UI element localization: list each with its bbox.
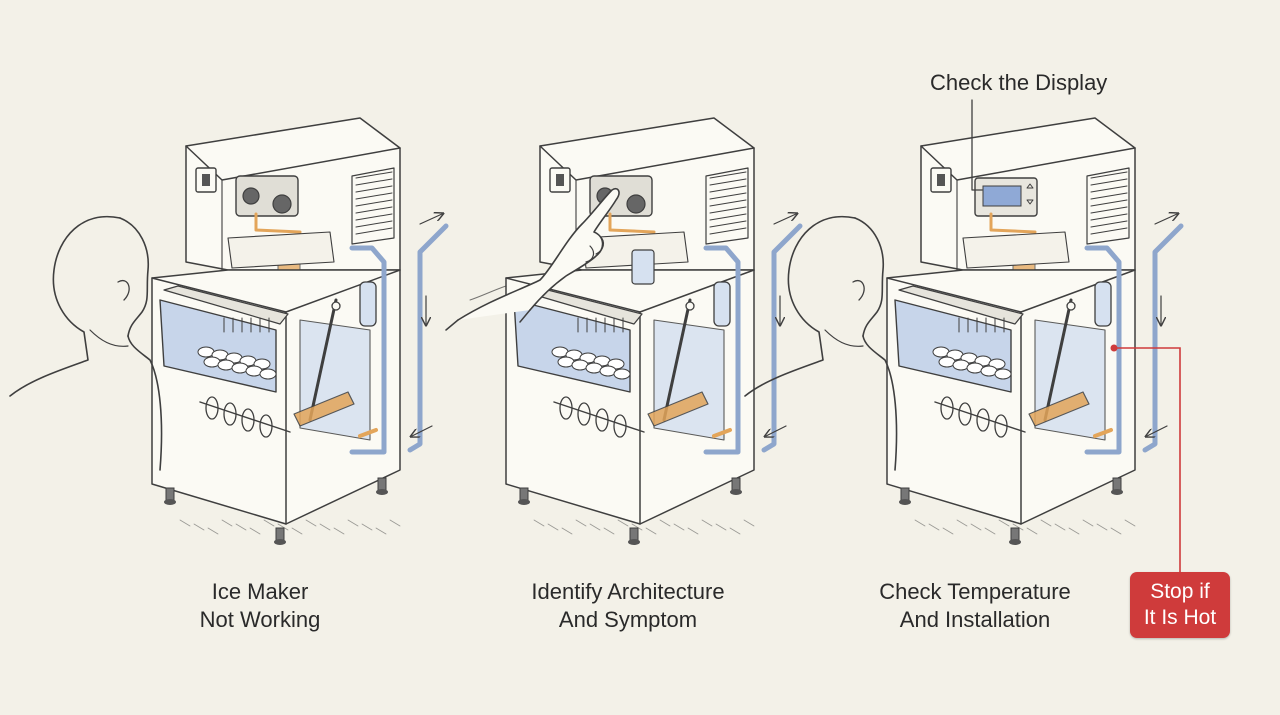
auger-coil	[958, 402, 972, 426]
lever-pivot	[331, 301, 341, 311]
display-callout-label: Check the Display	[930, 70, 1108, 95]
orange-pipe	[254, 212, 302, 234]
ice-cube	[613, 368, 631, 380]
vent-grille	[1086, 167, 1130, 245]
leg-foot	[730, 489, 742, 495]
vent-grille	[705, 167, 749, 245]
leg-foot	[164, 499, 176, 505]
leg-foot	[274, 539, 286, 545]
leg-foot	[1009, 539, 1021, 545]
lever-pivot	[685, 301, 695, 311]
water-filter	[713, 281, 731, 327]
auger-coil	[976, 408, 990, 432]
blue-water-line	[1084, 245, 1122, 455]
machine-leg	[1112, 477, 1122, 491]
head-outline	[9, 215, 121, 397]
knob-right-icon	[626, 194, 646, 214]
auger-coil	[577, 402, 591, 426]
ice-cube	[259, 368, 277, 380]
warning-badge: Stop if It Is Hot	[1130, 572, 1230, 638]
auger-coil	[223, 402, 237, 426]
machine-leg	[165, 487, 175, 501]
caption-line: Identify Architecture	[531, 579, 725, 604]
machine-leg	[377, 477, 387, 491]
leg-foot	[518, 499, 530, 505]
ice-maker-machine	[505, 117, 803, 545]
machine-leg	[275, 527, 285, 541]
hand-outline	[457, 187, 620, 321]
digital-display-screen	[982, 185, 1022, 207]
caption-line: And Installation	[899, 607, 1051, 632]
person-observing	[744, 215, 898, 471]
head-outline	[744, 215, 856, 397]
power-switch-rocker	[937, 174, 945, 186]
ice-maker-machine	[151, 117, 449, 545]
caption-line: Not Working	[199, 607, 321, 632]
supply-pipe	[407, 223, 449, 453]
ear	[852, 279, 865, 301]
caption-panel-2: Identify Architecture And Symptom	[508, 578, 748, 634]
caption-panel-3: Check Temperature And Installation	[860, 578, 1090, 634]
display-callout-leader	[971, 99, 983, 191]
power-switch-rocker	[202, 174, 210, 186]
lever-pivot	[1066, 301, 1076, 311]
leg-foot	[1111, 489, 1123, 495]
water-filter	[359, 281, 377, 327]
ice-maker-machine	[886, 117, 1184, 545]
shoulder	[862, 335, 898, 471]
blue-water-line	[703, 245, 741, 455]
machine-leg	[629, 527, 639, 541]
knob-right-icon	[272, 194, 292, 214]
ice-cube	[994, 368, 1012, 380]
machine-leg	[1010, 527, 1020, 541]
leg-foot	[376, 489, 388, 495]
float-lever	[662, 298, 692, 422]
supply-pipe	[1142, 223, 1184, 453]
caption-line: Ice Maker	[211, 579, 309, 604]
shoulder	[127, 335, 163, 471]
paddle	[293, 391, 355, 427]
person-observing	[9, 215, 163, 471]
hand-pressing-knob	[445, 187, 655, 331]
power-switch-rocker	[556, 174, 564, 186]
auger-coil	[259, 414, 273, 438]
paddle	[1028, 391, 1090, 427]
auger-coil	[241, 408, 255, 432]
water-filter	[1094, 281, 1112, 327]
warning-line: Stop if	[1150, 580, 1210, 603]
caption-line: And Symptom	[558, 607, 698, 632]
auger-coil	[595, 408, 609, 432]
vent-grille	[351, 167, 395, 245]
caption-panel-1: Ice Maker Not Working	[160, 578, 360, 634]
blue-water-line	[349, 245, 387, 455]
water-glass-icon	[631, 249, 655, 285]
display-arrows-icon	[1026, 183, 1034, 205]
machine-leg	[731, 477, 741, 491]
knob-left-icon	[242, 187, 260, 205]
paddle	[647, 391, 709, 427]
warning-line: It Is Hot	[1143, 606, 1217, 629]
auger-coil	[205, 396, 219, 420]
ear	[117, 279, 130, 301]
orange-pipe	[989, 212, 1037, 234]
warning-leader-dot	[1110, 344, 1118, 352]
caption-line: Check Temperature	[879, 579, 1071, 604]
leg-foot	[899, 499, 911, 505]
supply-pipe	[761, 223, 803, 453]
auger-coil	[613, 414, 627, 438]
orange-pipe	[608, 212, 656, 234]
float-lever	[308, 298, 338, 422]
auger-coil	[940, 396, 954, 420]
auger-coil	[994, 414, 1008, 438]
machine-leg	[519, 487, 529, 501]
machine-leg	[900, 487, 910, 501]
leg-foot	[628, 539, 640, 545]
warning-leader-line	[1114, 347, 1181, 572]
float-lever	[1043, 298, 1073, 422]
auger-coil	[559, 396, 573, 420]
